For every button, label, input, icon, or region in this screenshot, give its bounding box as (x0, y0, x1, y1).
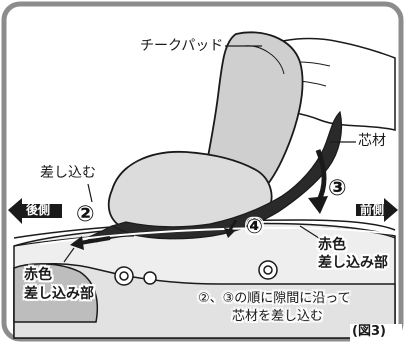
cheek-pad-label: チークパッド (140, 38, 224, 54)
insert-part-left: 差し込み部 (24, 286, 94, 302)
instruction-line-1: ②、③の順に隙間に沿って (198, 291, 351, 306)
insert-part-right: 差し込み部 (318, 255, 388, 271)
push-in-label: 差し込む (40, 165, 96, 181)
leader-red-left (63, 247, 75, 263)
lower-foam-left (13, 263, 99, 323)
figure-number: (図3) (352, 324, 386, 339)
leader-red-right (299, 225, 323, 241)
leader-push-in (87, 183, 93, 203)
step3-marker: ③ (328, 176, 347, 201)
slot-line (39, 226, 396, 245)
arrow-step2 (70, 236, 111, 250)
rear-arrow-shape (8, 198, 62, 224)
front-direction-tag: 前側 (360, 203, 385, 217)
core-label: 芯材 (358, 133, 386, 149)
instruction-line-2: 芯材を差し込む (232, 309, 324, 324)
rear-direction-tag: 後側 (26, 203, 51, 217)
arrow-step3 (308, 149, 328, 214)
step4-marker: ④ (246, 214, 263, 238)
snap-button-right (258, 260, 278, 280)
snap-button-left (114, 266, 134, 286)
step2-marker: ② (76, 202, 95, 227)
red-label-right: 赤色 (318, 237, 346, 253)
figure-number-box (350, 324, 402, 342)
snap-button-middle (143, 271, 157, 285)
red-label-left: 赤色 (24, 267, 52, 283)
arrow-step4 (224, 219, 238, 238)
front-arrow-shape (356, 198, 398, 222)
